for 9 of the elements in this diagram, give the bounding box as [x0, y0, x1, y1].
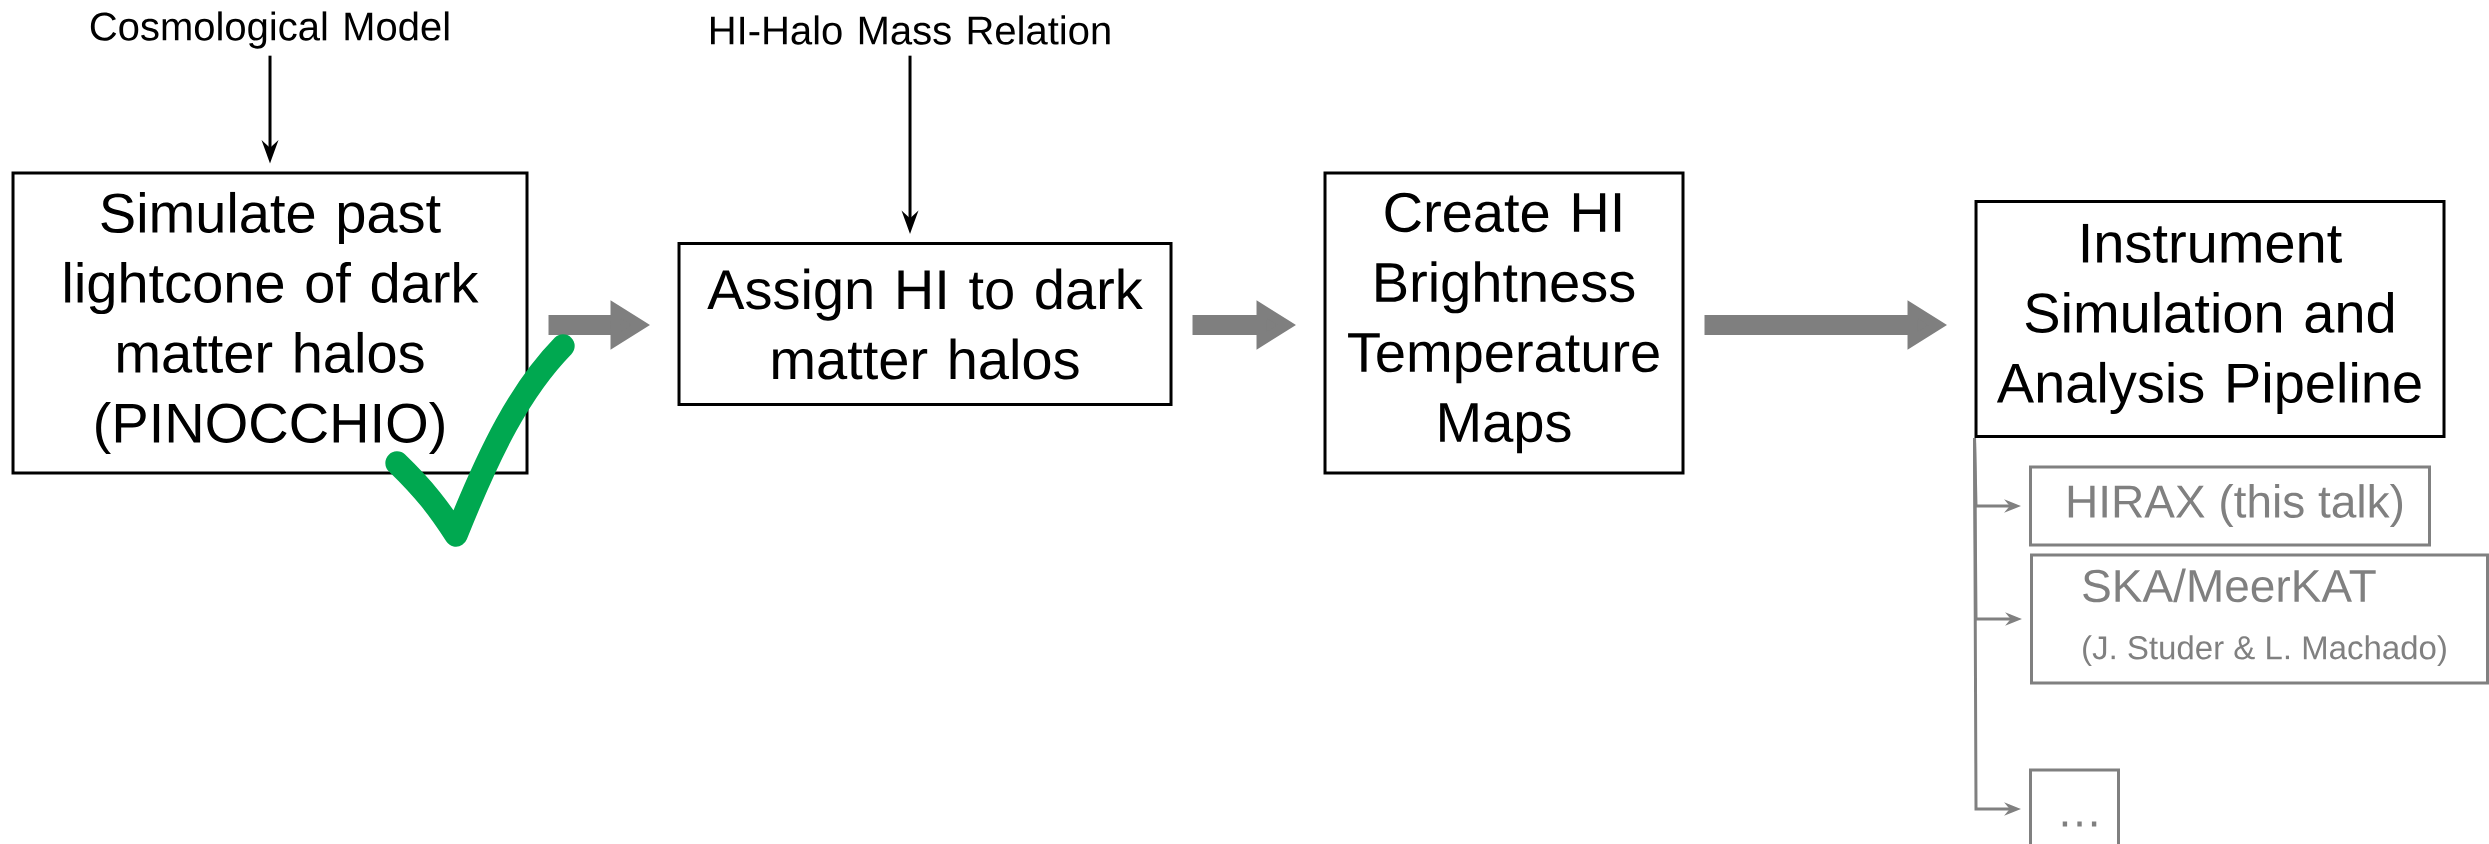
instrument-box: HIRAX (this talk)	[2029, 465, 2431, 547]
process-box: Simulate past lightcone of dark matter halos (PINOCCHIO)	[11, 171, 529, 475]
process-box: Assign HI to dark matter halos	[677, 242, 1173, 406]
instrument-box: …	[2029, 768, 2120, 844]
instrument-box: SKA/MeerKAT (J. Studer & L. Machado)	[2030, 553, 2489, 685]
process-box: Create HI Brightness Temperature Maps	[1323, 171, 1685, 475]
process-box: Instrument Simulation and Analysis Pipeline	[1974, 200, 2446, 438]
input-label: HI-Halo Mass Relation	[711, 15, 1110, 45]
input-label: Cosmological Model	[90, 11, 449, 49]
